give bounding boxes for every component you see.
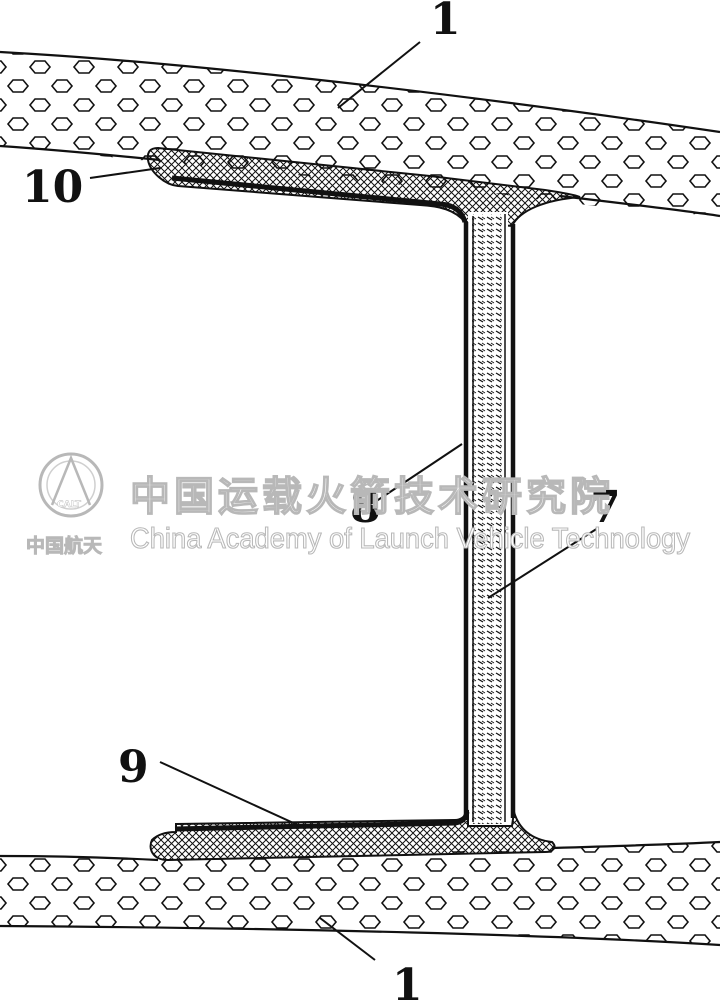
upper-flange-layer xyxy=(146,146,581,228)
label-bottom-skin: 1 xyxy=(392,960,423,1004)
leader-lines xyxy=(89,41,599,961)
org-name-en: China Academy of Launch Vehicle Technolo… xyxy=(130,523,690,555)
i-beam-web xyxy=(463,212,516,826)
logo-text: CALT xyxy=(57,500,82,510)
label-lower-flange: 9 xyxy=(118,742,149,793)
upper-flange-inner-ply xyxy=(171,175,468,223)
label-web-inner: 8 xyxy=(350,482,381,533)
label-web-outer: 7 xyxy=(590,482,621,533)
label-upper-flange: 10 xyxy=(22,162,83,213)
bottom-foam-skin xyxy=(0,840,720,947)
calt-logo-icon: CALT xyxy=(38,452,104,518)
watermark: CALT 中国航天 中国运载火箭技术研究院 China Academy of L… xyxy=(26,452,691,557)
lower-flange-inner-ply xyxy=(174,811,470,832)
brand-cn: 中国航天 xyxy=(26,534,103,557)
label-top-skin: 1 xyxy=(430,0,461,45)
top-foam-skin xyxy=(0,50,720,218)
org-name-cn: 中国运载火箭技术研究院 xyxy=(130,474,614,520)
